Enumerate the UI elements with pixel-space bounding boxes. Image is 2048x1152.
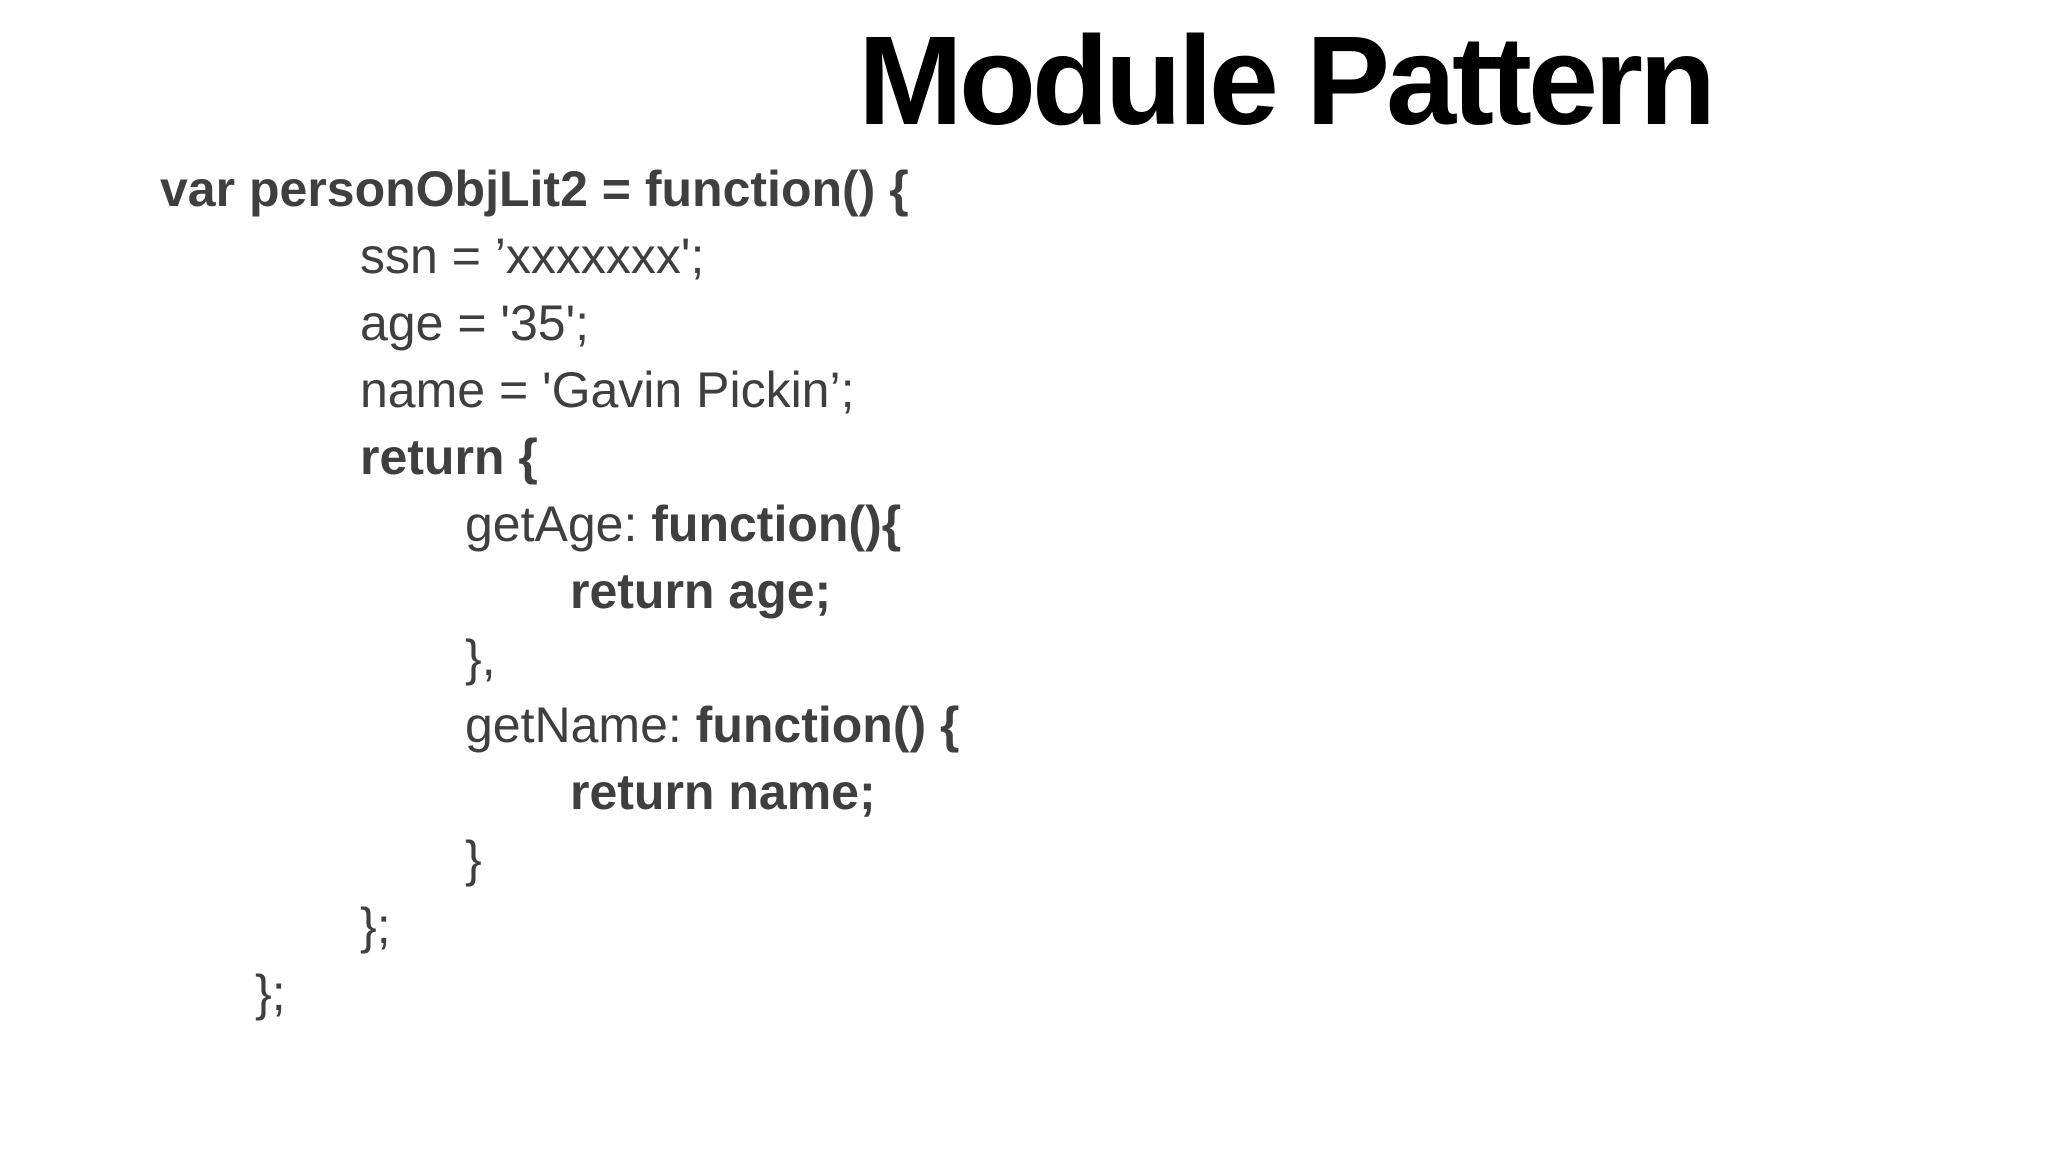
code-text-bold: return age; xyxy=(570,563,832,619)
code-text-bold: return { xyxy=(360,429,538,485)
code-line: }; xyxy=(0,893,2048,960)
code-text: getName: xyxy=(465,697,696,753)
code-text-bold: function(){ xyxy=(651,496,902,552)
code-line: age = '35'; xyxy=(0,290,2048,357)
code-line: }, xyxy=(0,625,2048,692)
code-text: }, xyxy=(465,630,496,686)
code-block: var personObjLit2 = function() { ssn = ’… xyxy=(0,156,2048,1027)
code-text: ssn = ’xxxxxxx'; xyxy=(360,228,705,284)
code-line: ssn = ’xxxxxxx'; xyxy=(0,223,2048,290)
code-text: getAge: xyxy=(465,496,652,552)
code-text: age = '35'; xyxy=(360,295,590,351)
code-text: } xyxy=(465,831,482,887)
code-line: getName: function() { xyxy=(0,692,2048,759)
slide-title: Module Pattern xyxy=(858,10,1716,151)
code-line: }; xyxy=(0,960,2048,1027)
code-line: return age; xyxy=(0,558,2048,625)
code-text-bold: return name; xyxy=(570,764,876,820)
code-text-bold: function() { xyxy=(695,697,960,753)
code-line: getAge: function(){ xyxy=(0,491,2048,558)
code-line: var personObjLit2 = function() { xyxy=(0,156,2048,223)
code-line: return name; xyxy=(0,759,2048,826)
code-line: } xyxy=(0,826,2048,893)
code-line: name = 'Gavin Pickin’; xyxy=(0,357,2048,424)
code-text-bold: var personObjLit2 = function() { xyxy=(160,161,909,217)
code-text: name = 'Gavin Pickin’; xyxy=(360,362,855,418)
code-line: return { xyxy=(0,424,2048,491)
code-text: }; xyxy=(360,898,391,954)
code-text: }; xyxy=(255,965,286,1021)
